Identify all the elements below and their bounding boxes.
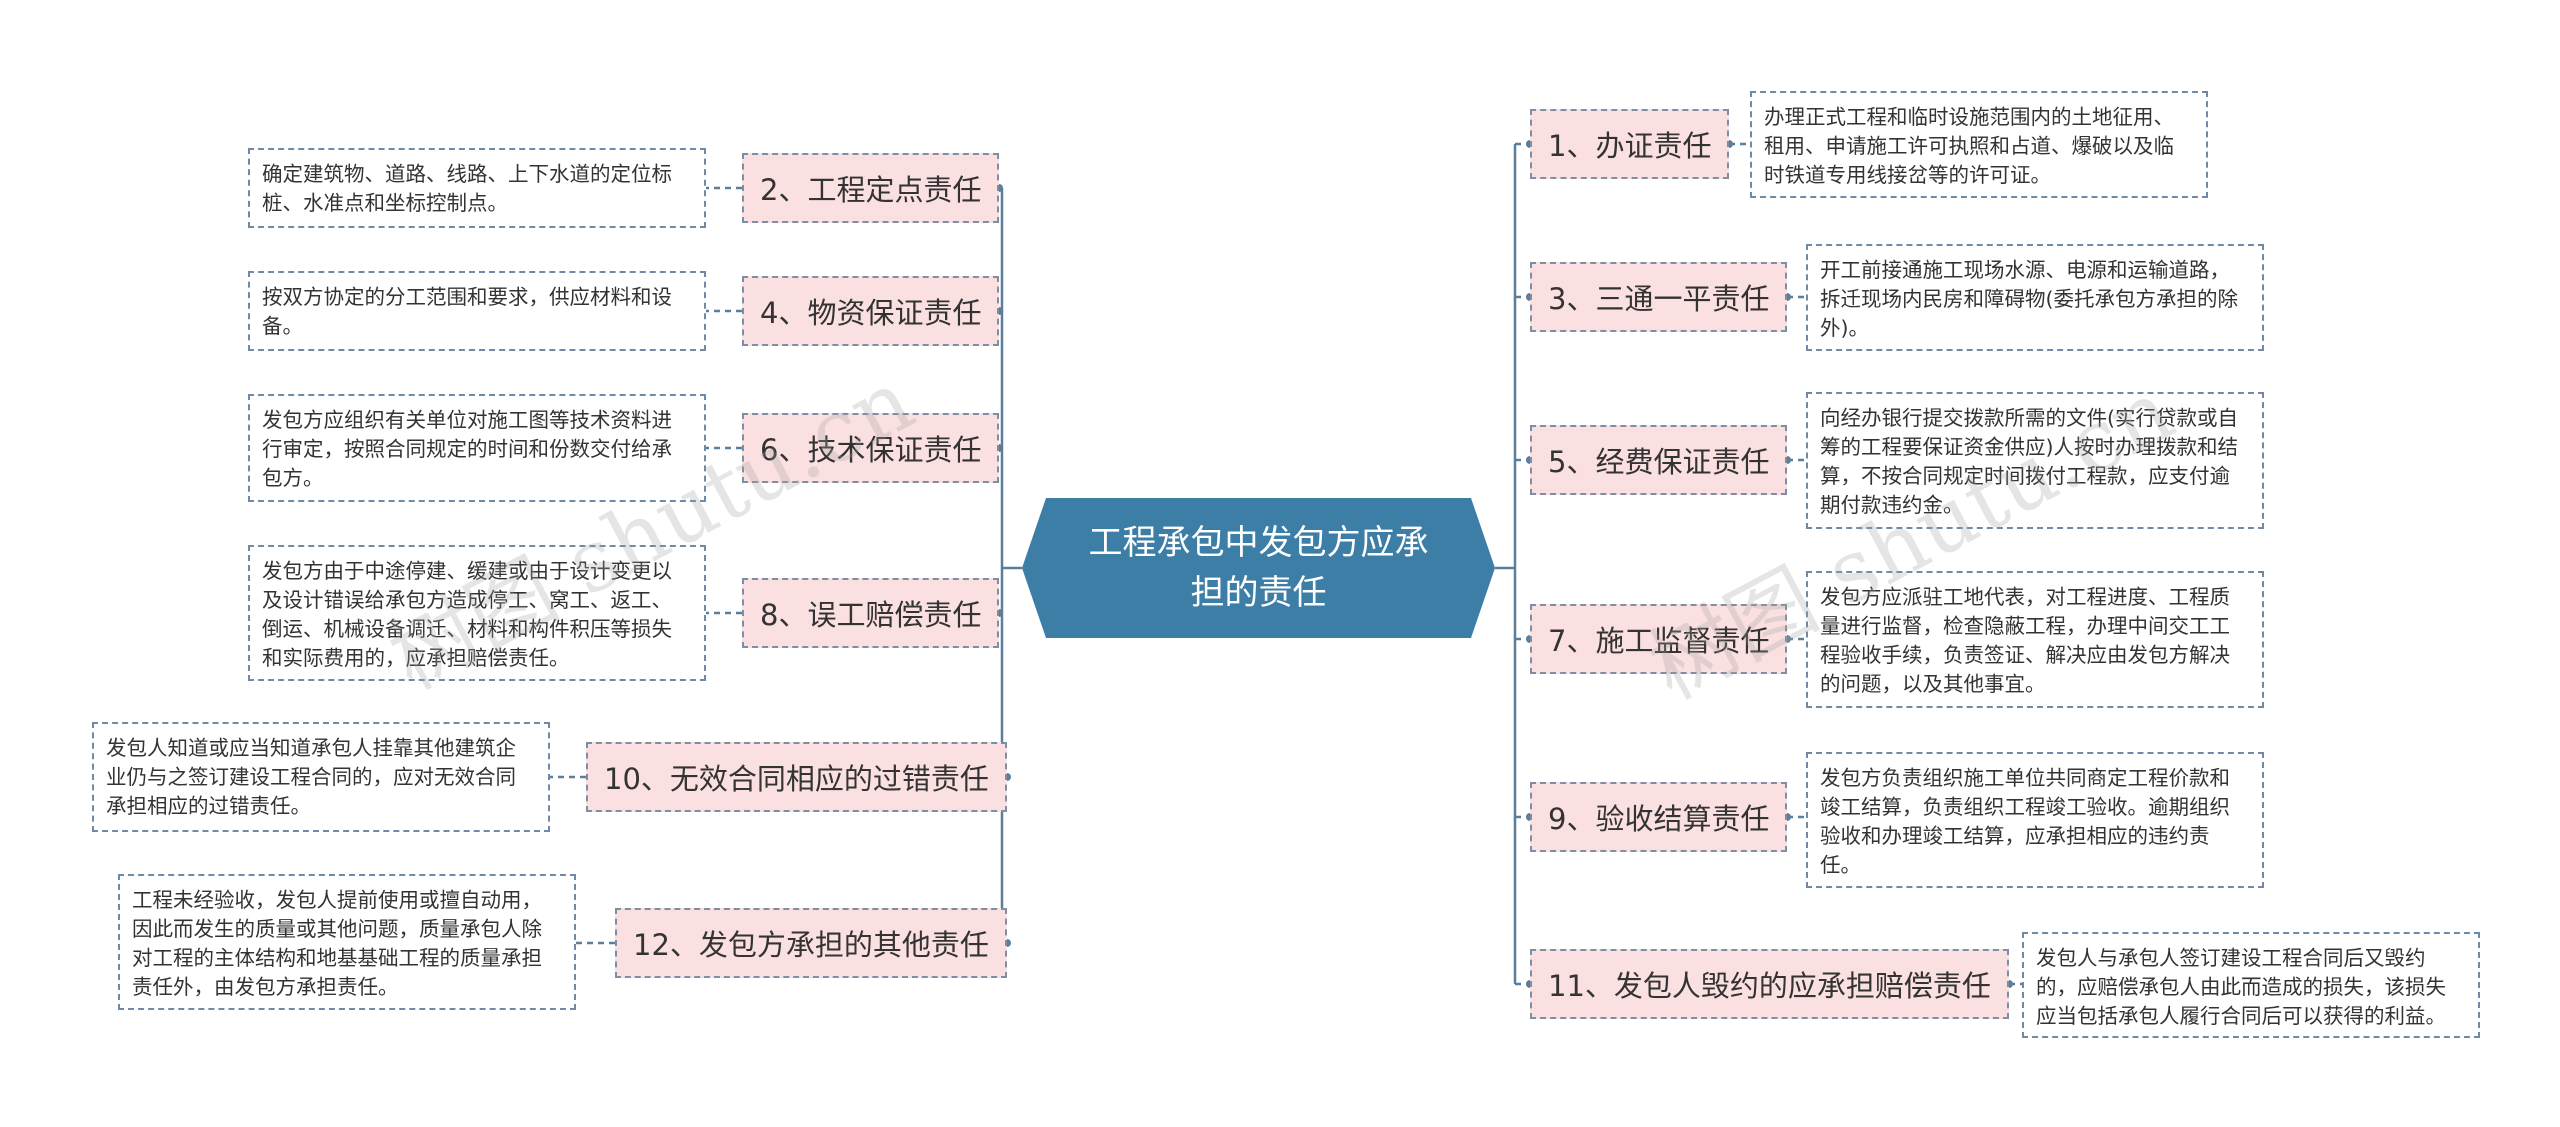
branch-label: 6、技术保证责任 [760, 433, 982, 467]
branch-label: 5、经费保证责任 [1548, 445, 1770, 479]
root-node[interactable]: 工程承包中发包方应承担的责任 [1022, 498, 1495, 638]
detail-text: 工程未经验收，发包人提前使用或擅自动用，因此而发生的质量或其他问题，质量承包人除… [132, 888, 542, 999]
branch-label: 9、验收结算责任 [1548, 802, 1770, 836]
detail-2: 确定建筑物、道路、线路、上下水道的定位标桩、水准点和坐标控制点。 [248, 148, 706, 228]
detail-6: 发包方应组织有关单位对施工图等技术资料进行审定，按照合同规定的时间和份数交付给承… [248, 394, 706, 502]
detail-text: 发包方应派驻工地代表，对工程进度、工程质量进行监督，检查隐蔽工程，办理中间交工工… [1820, 585, 2230, 696]
detail-text: 向经办银行提交拨款所需的文件(实行贷款或自筹的工程要保证资金供应)人按时办理拨款… [1820, 406, 2238, 517]
detail-text: 开工前接通施工现场水源、电源和运输道路，拆迁现场内民房和障碍物(委托承包方承担的… [1820, 258, 2238, 340]
detail-text: 发包方应组织有关单位对施工图等技术资料进行审定，按照合同规定的时间和份数交付给承… [262, 408, 672, 490]
detail-text: 发包人知道或应当知道承包人挂靠其他建筑企业仍与之签订建设工程合同的，应对无效合同… [106, 736, 516, 818]
branch-label: 3、三通一平责任 [1548, 282, 1770, 316]
detail-text: 发包方负责组织施工单位共同商定工程价款和竣工结算，负责组织工程竣工验收。逾期组织… [1820, 766, 2230, 877]
branch-1[interactable]: 1、办证责任 [1530, 109, 1730, 179]
detail-5: 向经办银行提交拨款所需的文件(实行贷款或自筹的工程要保证资金供应)人按时办理拨款… [1806, 392, 2264, 529]
detail-text: 发包人与承包人签订建设工程合同后又毁约的，应赔偿承包人由此而造成的损失，该损失应… [2036, 946, 2446, 1028]
detail-3: 开工前接通施工现场水源、电源和运输道路，拆迁现场内民房和障碍物(委托承包方承担的… [1806, 244, 2264, 351]
root-hexagon-shape [1022, 498, 1495, 638]
branch-11[interactable]: 11、发包人毁约的应承担赔偿责任 [1530, 949, 2009, 1019]
detail-text: 确定建筑物、道路、线路、上下水道的定位标桩、水准点和坐标控制点。 [262, 162, 672, 215]
detail-12: 工程未经验收，发包人提前使用或擅自动用，因此而发生的质量或其他问题，质量承包人除… [118, 874, 576, 1010]
detail-4: 按双方协定的分工范围和要求，供应材料和设备。 [248, 271, 706, 351]
root-title: 工程承包中发包方应承担的责任 [1088, 523, 1429, 613]
branch-5[interactable]: 5、经费保证责任 [1530, 425, 1788, 495]
detail-9: 发包方负责组织施工单位共同商定工程价款和竣工结算，负责组织工程竣工验收。逾期组织… [1806, 752, 2264, 888]
detail-7: 发包方应派驻工地代表，对工程进度、工程质量进行监督，检查隐蔽工程，办理中间交工工… [1806, 571, 2264, 708]
branch-8[interactable]: 8、误工赔偿责任 [742, 578, 1000, 648]
detail-10: 发包人知道或应当知道承包人挂靠其他建筑企业仍与之签订建设工程合同的，应对无效合同… [92, 722, 550, 832]
detail-text: 按双方协定的分工范围和要求，供应材料和设备。 [262, 285, 672, 338]
detail-8: 发包方由于中途停建、缓建或由于设计变更以及设计错误给承包方造成停工、窝工、返工、… [248, 545, 706, 681]
branch-4[interactable]: 4、物资保证责任 [742, 276, 1000, 346]
detail-text: 办理正式工程和临时设施范围内的土地征用、租用、申请施工许可执照和占道、爆破以及临… [1764, 105, 2174, 187]
branch-label: 2、工程定点责任 [760, 173, 982, 207]
detail-1: 办理正式工程和临时设施范围内的土地征用、租用、申请施工许可执照和占道、爆破以及临… [1750, 91, 2208, 198]
branch-7[interactable]: 7、施工监督责任 [1530, 604, 1788, 674]
branch-9[interactable]: 9、验收结算责任 [1530, 782, 1788, 852]
branch-2[interactable]: 2、工程定点责任 [742, 153, 1000, 223]
branch-6[interactable]: 6、技术保证责任 [742, 413, 1000, 483]
branch-10[interactable]: 10、无效合同相应的过错责任 [586, 742, 1007, 812]
detail-11: 发包人与承包人签订建设工程合同后又毁约的，应赔偿承包人由此而造成的损失，该损失应… [2022, 932, 2480, 1038]
branch-label: 10、无效合同相应的过错责任 [604, 762, 989, 796]
branch-label: 7、施工监督责任 [1548, 624, 1770, 658]
branch-12[interactable]: 12、发包方承担的其他责任 [615, 908, 1007, 978]
detail-text: 发包方由于中途停建、缓建或由于设计变更以及设计错误给承包方造成停工、窝工、返工、… [262, 559, 672, 670]
branch-label: 1、办证责任 [1548, 129, 1712, 163]
branch-label: 4、物资保证责任 [760, 296, 982, 330]
branch-label: 11、发包人毁约的应承担赔偿责任 [1548, 969, 1991, 1003]
branch-label: 8、误工赔偿责任 [760, 598, 982, 632]
branch-3[interactable]: 3、三通一平责任 [1530, 262, 1788, 332]
branch-label: 12、发包方承担的其他责任 [633, 928, 989, 962]
